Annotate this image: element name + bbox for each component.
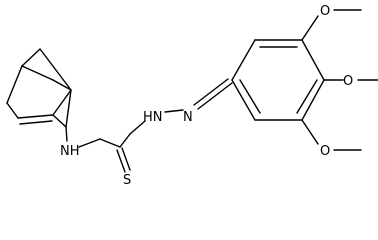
bond xyxy=(6,102,19,119)
hn-label: HN xyxy=(143,110,163,125)
bond xyxy=(164,109,184,113)
c-s-double-bond xyxy=(116,149,126,173)
bond xyxy=(39,48,72,91)
bond xyxy=(231,39,256,81)
n-label: N xyxy=(183,110,193,125)
nh-label: NH xyxy=(60,144,80,159)
c-n-double-bond xyxy=(193,78,229,106)
bond xyxy=(301,119,319,145)
bond xyxy=(65,89,72,128)
norbornene-ring xyxy=(6,48,72,142)
c-s-double-bond xyxy=(121,147,131,171)
structure-diagram: NH HN N S O O O xyxy=(6,4,378,188)
bond xyxy=(99,138,121,148)
bond xyxy=(52,79,72,91)
oxygen-label-middle: O xyxy=(343,74,353,89)
aromatic-bond xyxy=(296,79,318,114)
aromatic-bond xyxy=(239,79,261,114)
methoxy-groups xyxy=(301,9,378,151)
oxygen-label-bottom: O xyxy=(320,144,330,159)
bond xyxy=(231,79,256,121)
benzene-ring xyxy=(231,39,325,121)
bond xyxy=(21,48,41,67)
bond xyxy=(21,65,54,81)
bond xyxy=(129,120,146,135)
bond xyxy=(78,138,101,148)
bond xyxy=(17,114,54,119)
double-bond xyxy=(19,120,53,125)
thiourea-chain xyxy=(78,78,233,173)
bond xyxy=(52,114,67,128)
bond xyxy=(65,126,68,142)
bond xyxy=(301,15,319,41)
bond xyxy=(301,79,325,121)
s-label: S xyxy=(123,173,131,188)
c-n-double-bond xyxy=(197,82,233,110)
bond xyxy=(119,133,131,148)
bond xyxy=(6,65,23,104)
molecule-canvas: NH HN N S O O O xyxy=(6,4,378,188)
bond xyxy=(301,39,325,81)
oxygen-label-top: O xyxy=(320,4,330,19)
bond xyxy=(52,89,72,116)
